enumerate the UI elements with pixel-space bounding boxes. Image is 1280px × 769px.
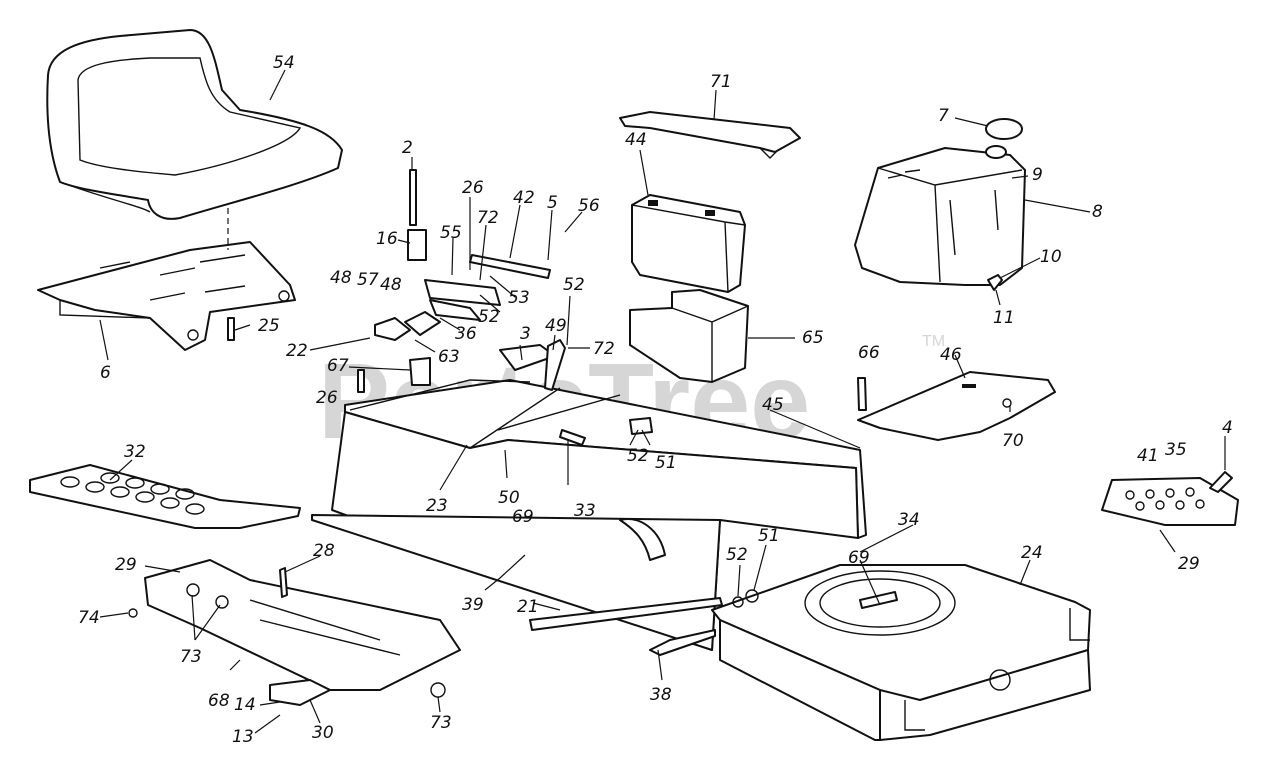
battery-tray xyxy=(629,289,749,383)
lower-frame xyxy=(711,564,1091,741)
callout-53: 53 xyxy=(508,288,530,308)
callout-55: 55 xyxy=(440,223,462,243)
rear-plate xyxy=(857,371,1056,441)
callout-11: 11 xyxy=(993,308,1015,328)
callout-57: 57 xyxy=(357,270,379,290)
callout-72: 72 xyxy=(477,208,499,228)
callout-7: 7 xyxy=(938,106,949,126)
callout-49: 49 xyxy=(545,316,567,336)
callout-56: 56 xyxy=(578,196,600,216)
callout-73: 73 xyxy=(430,713,452,733)
callout-73: 73 xyxy=(180,647,202,667)
callout-16: 16 xyxy=(376,229,398,249)
callout-2: 2 xyxy=(402,138,413,158)
callout-29: 29 xyxy=(1178,554,1200,574)
callout-52: 52 xyxy=(726,545,748,565)
callout-67: 67 xyxy=(327,356,349,376)
callout-5: 5 xyxy=(547,193,558,213)
leader-lines xyxy=(99,69,1226,734)
callouts: 54 2 26 42 5 56 72 16 55 71 44 7 9 8 10 … xyxy=(78,53,1233,747)
callout-41: 41 xyxy=(1137,446,1159,466)
callout-26: 26 xyxy=(462,178,484,198)
callout-29: 29 xyxy=(115,555,137,575)
callout-32: 32 xyxy=(124,442,146,462)
callout-10: 10 xyxy=(1040,247,1062,267)
fuel-tank xyxy=(854,145,1026,286)
callout-38: 38 xyxy=(650,685,672,705)
callout-52: 52 xyxy=(627,446,649,466)
callout-8: 8 xyxy=(1092,202,1103,222)
callout-44: 44 xyxy=(625,130,647,150)
callout-9: 9 xyxy=(1032,165,1043,185)
callout-30: 30 xyxy=(312,723,334,743)
battery xyxy=(631,194,746,293)
callout-68: 68 xyxy=(208,691,230,711)
callout-66: 66 xyxy=(858,343,880,363)
callout-28: 28 xyxy=(313,541,335,561)
callout-6: 6 xyxy=(100,363,111,383)
callout-63: 63 xyxy=(438,347,460,367)
fuel-cap xyxy=(985,118,1023,140)
callout-65: 65 xyxy=(802,328,824,348)
left-footrest-plate xyxy=(144,559,461,691)
callout-72: 72 xyxy=(593,339,615,359)
left-footrest xyxy=(29,464,301,529)
callout-24: 24 xyxy=(1021,543,1043,563)
callout-22: 22 xyxy=(286,341,308,361)
watermark-trademark: TM xyxy=(922,333,945,350)
callout-25: 25 xyxy=(258,316,280,336)
callout-50: 50 xyxy=(498,488,520,508)
callout-74: 74 xyxy=(78,608,100,628)
callout-52: 52 xyxy=(478,307,500,327)
callout-71: 71 xyxy=(710,72,732,92)
callout-51: 51 xyxy=(758,526,780,546)
callout-21: 21 xyxy=(517,597,539,617)
right-footrest xyxy=(1101,477,1239,526)
callout-23: 23 xyxy=(426,496,448,516)
seat-bracket xyxy=(37,241,296,351)
callout-70: 70 xyxy=(1002,431,1024,451)
callout-48: 48 xyxy=(330,268,352,288)
callout-42: 42 xyxy=(513,188,535,208)
callout-26: 26 xyxy=(316,388,338,408)
small-parts xyxy=(128,169,1003,706)
callout-39: 39 xyxy=(462,595,484,615)
callout-14: 14 xyxy=(234,695,256,715)
main-frame xyxy=(311,379,867,651)
callout-33: 33 xyxy=(574,501,596,521)
callout-69: 69 xyxy=(848,548,870,568)
callout-34: 34 xyxy=(898,510,920,530)
callout-4: 4 xyxy=(1222,418,1233,438)
callout-3: 3 xyxy=(520,324,531,344)
seat xyxy=(46,29,343,220)
callout-52: 52 xyxy=(563,275,585,295)
callout-54: 54 xyxy=(273,53,295,73)
bolt-4 xyxy=(1209,471,1233,493)
callout-69: 69 xyxy=(512,507,534,527)
callout-45: 45 xyxy=(762,395,784,415)
callout-46: 46 xyxy=(940,345,962,365)
callout-13: 13 xyxy=(232,727,254,747)
callout-48: 48 xyxy=(380,275,402,295)
battery-tie-down xyxy=(619,111,801,159)
callout-36: 36 xyxy=(455,324,477,344)
callout-51: 51 xyxy=(655,453,677,473)
callout-35: 35 xyxy=(1165,440,1187,460)
